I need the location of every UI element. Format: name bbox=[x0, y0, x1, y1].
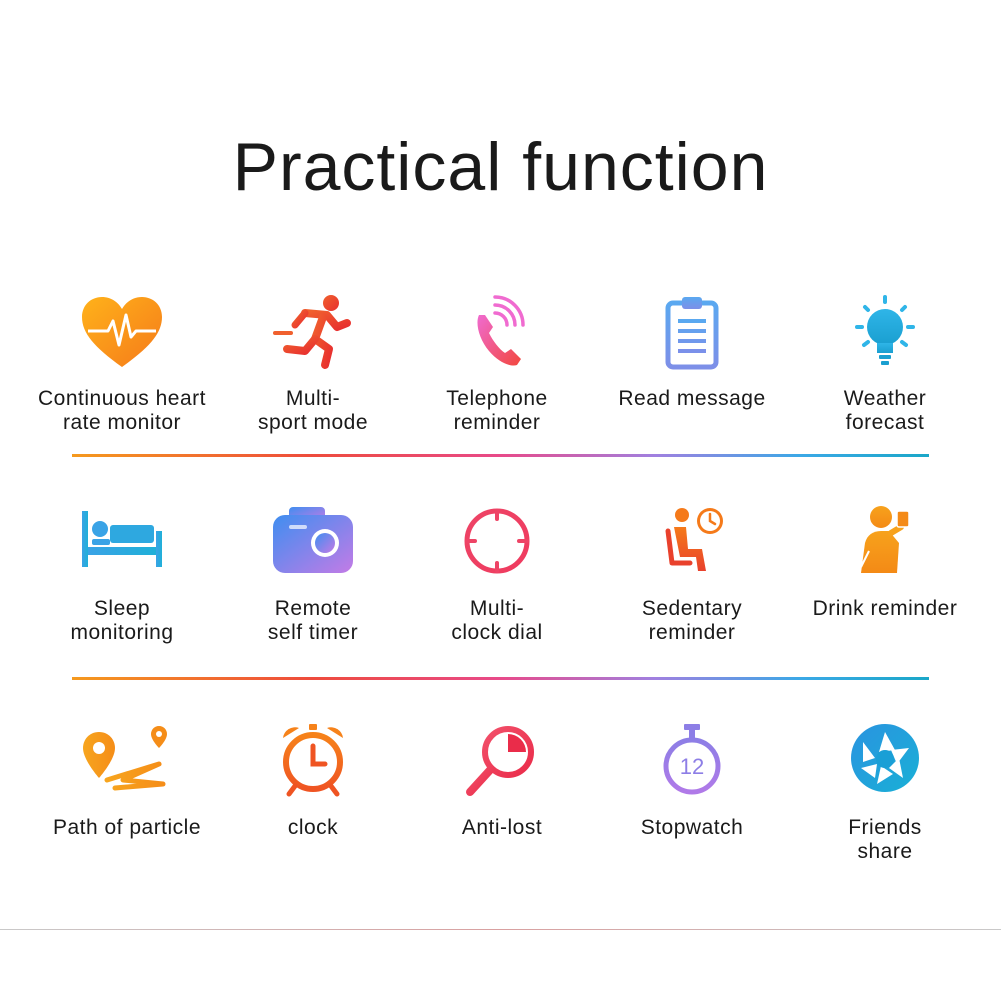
running-icon bbox=[273, 295, 351, 369]
feature-path-of-particle: Path of particle bbox=[32, 722, 222, 840]
dial-icon bbox=[464, 508, 530, 574]
feature-label: Continuous heart rate monitor bbox=[38, 387, 206, 434]
feature-label: Multi- clock dial bbox=[451, 597, 543, 644]
feature-sleep: Sleep monitoring bbox=[27, 503, 217, 645]
feature-label: Read message bbox=[618, 387, 766, 410]
clipboard-icon bbox=[665, 297, 719, 370]
heart-rate-icon bbox=[82, 297, 162, 367]
feature-label: Weather forecast bbox=[843, 387, 927, 434]
feature-stopwatch: 12 Stopwatch bbox=[597, 722, 787, 840]
feature-label: Friends share bbox=[848, 816, 922, 863]
row-divider bbox=[72, 454, 929, 457]
feature-label: Sedentary reminder bbox=[641, 597, 743, 644]
feature-label: clock bbox=[287, 816, 339, 839]
feature-label: Multi- sport mode bbox=[257, 387, 369, 434]
feature-label: Stopwatch bbox=[640, 816, 744, 839]
stopwatch-number: 12 bbox=[680, 754, 704, 779]
feature-friends-share: Friends share bbox=[790, 722, 980, 864]
route-icon bbox=[83, 726, 167, 791]
stopwatch-icon: 12 bbox=[663, 724, 721, 795]
feature-drink: Drink reminder bbox=[790, 503, 980, 621]
feature-multi-clock-dial: Multi- clock dial bbox=[402, 503, 592, 645]
feature-label: Drink reminder bbox=[812, 597, 958, 620]
feature-clock: clock bbox=[218, 722, 408, 840]
feature-remote-timer: Remote self timer bbox=[218, 503, 408, 645]
phone-icon bbox=[477, 295, 525, 366]
drinking-person-icon bbox=[860, 506, 910, 573]
sitting-person-icon bbox=[665, 508, 723, 571]
feature-sedentary: Sedentary reminder bbox=[597, 503, 787, 645]
bed-icon bbox=[82, 511, 162, 567]
feature-label: Sleep monitoring bbox=[70, 597, 174, 644]
row-divider bbox=[72, 677, 929, 680]
bottom-divider bbox=[0, 929, 1001, 930]
page-title: Practical function bbox=[232, 129, 769, 205]
feature-multi-sport: Multi- sport mode bbox=[218, 293, 408, 435]
lightbulb-icon bbox=[855, 295, 915, 365]
feature-anti-lost: Anti-lost bbox=[407, 722, 597, 840]
feature-heart-rate: Continuous heart rate monitor bbox=[27, 293, 217, 435]
feature-read-message: Read message bbox=[597, 293, 787, 411]
feature-label: Anti-lost bbox=[461, 816, 543, 839]
camera-icon bbox=[273, 507, 353, 573]
feature-label: Remote self timer bbox=[267, 597, 359, 644]
magnifier-icon bbox=[466, 726, 534, 796]
feature-weather: Weather forecast bbox=[790, 293, 980, 435]
feature-label: Path of particle bbox=[52, 816, 202, 839]
alarm-clock-icon bbox=[283, 724, 343, 797]
feature-label: Telephone reminder bbox=[446, 387, 548, 434]
feature-telephone: Telephone reminder bbox=[402, 293, 592, 435]
aperture-icon bbox=[851, 724, 919, 792]
